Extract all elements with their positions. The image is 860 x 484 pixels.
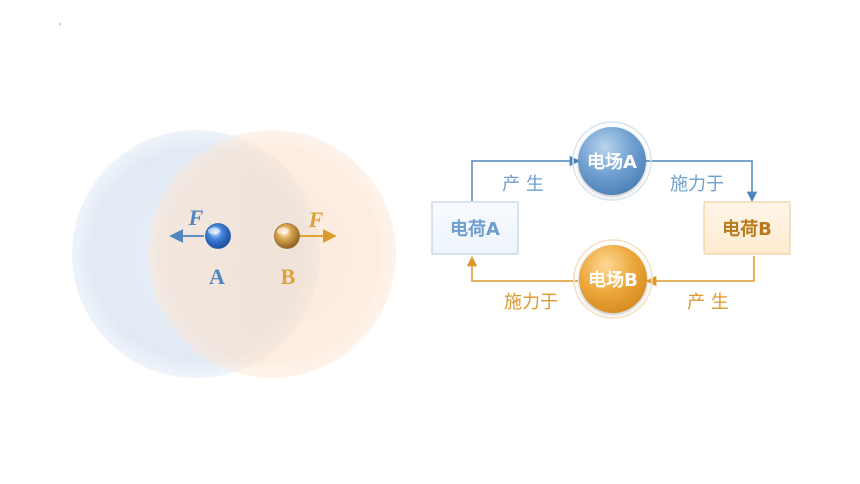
label-acts-on-bottom: 施力于 [504, 292, 558, 313]
charge-ball-a [205, 223, 231, 249]
field-b-label: 电场B [588, 269, 638, 291]
charge-label-a: A [209, 264, 225, 289]
field-b-ring [573, 239, 653, 319]
connector-b-to-field-b [645, 256, 755, 287]
force-label-a: F [188, 205, 204, 230]
label-produce-top: 产 生 [502, 174, 544, 195]
field-a-ring [572, 121, 652, 201]
connector-field-a-to-b [646, 160, 758, 203]
charge-b-box-label: 电荷B [722, 218, 772, 240]
label-produce-bottom: 产 生 [687, 292, 729, 313]
force-label-b: F [308, 207, 324, 232]
charge-a-box-label: 电荷A [450, 218, 500, 240]
field-circle-b [148, 130, 396, 378]
left-field-diagram: F F A B [72, 130, 396, 378]
label-acts-on-top: 施力于 [670, 174, 724, 195]
tiny-dot [59, 23, 61, 25]
connector-a-to-field-a [471, 155, 581, 201]
charge-b-box [703, 201, 791, 255]
charge-ball-b [274, 223, 300, 249]
interaction-cycle: 电荷A 电荷B 电场A 电场B 产 生 施力于 施力于 产 生 [431, 121, 791, 319]
charge-label-b: B [281, 264, 296, 289]
field-b-circle [579, 245, 647, 313]
field-a-circle [578, 127, 646, 195]
charge-ball-a-highlight [208, 227, 220, 235]
connector-field-b-to-a [466, 255, 578, 282]
field-a-label: 电场A [587, 151, 637, 173]
charge-a-box [431, 201, 519, 255]
charge-ball-b-highlight [277, 227, 289, 235]
